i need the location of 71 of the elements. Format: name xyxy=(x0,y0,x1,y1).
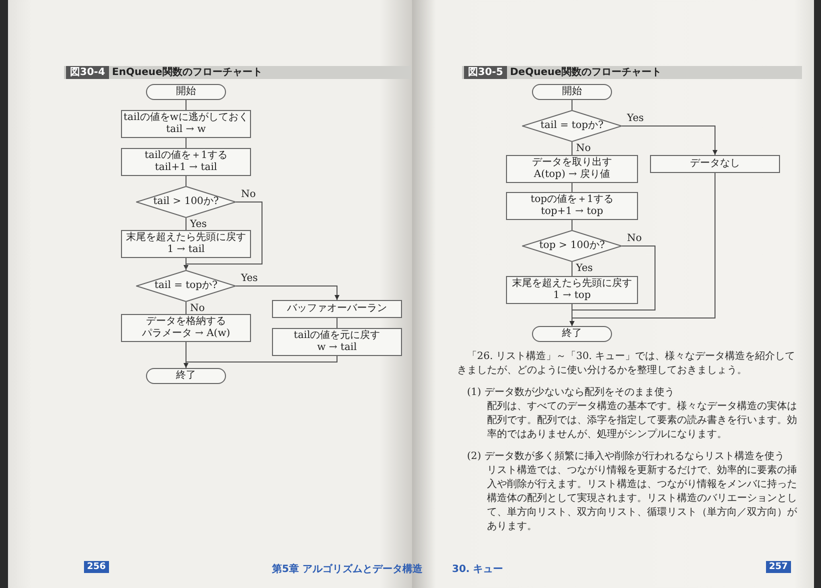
node-text: tailの値をwに逃がしておく xyxy=(124,112,248,124)
decision-diamond xyxy=(136,270,236,302)
paragraph: 「26. リスト構造」～「30. キュー」では、様々なデータ構造を紹介してきましたが、どのように使い分けるかを整理しておきましょう。 xyxy=(457,350,796,378)
node-text: 1 → tail xyxy=(167,244,205,256)
node-text: top > 100か? xyxy=(539,240,605,252)
process-box xyxy=(272,300,402,318)
process-box xyxy=(121,110,251,138)
node-text: データを取り出す xyxy=(532,157,612,168)
paragraph: 配列は、すべてのデータ構造の基本です。様々なデータ構造の実体は配列です。配列では、添字を指定して要素の読み書きを行います。効率的ではありませんが、処理がシンプルになります。 xyxy=(487,400,798,442)
node-text: tail = topか? xyxy=(154,280,218,292)
edge-label: Yes xyxy=(575,263,594,274)
node-text: top+1 → top xyxy=(540,206,604,218)
page-number: 257 xyxy=(766,561,791,573)
list-heading: (2) データ数が多く頻繁に挿入や削除が行われるならリスト構造を使う xyxy=(467,450,786,464)
terminal-shape xyxy=(532,326,612,342)
node-text: 末尾を超えたら先頭に戻す xyxy=(512,278,632,290)
arrow xyxy=(622,126,718,156)
list-heading: (1) データ数が少ないなら配列をそのまま使う xyxy=(467,386,676,400)
figure-title: DeQueue関数のフローチャート xyxy=(510,66,662,79)
edge-label: No xyxy=(575,143,592,154)
process-box xyxy=(650,155,780,173)
node-text: 1 → top xyxy=(553,290,591,302)
decision-diamond xyxy=(522,230,622,262)
terminal-shape xyxy=(146,368,226,384)
process-box xyxy=(506,155,638,183)
edge-label: No xyxy=(626,233,643,244)
process-box xyxy=(506,192,638,220)
node-text: w → tail xyxy=(317,342,357,354)
node-text: 末尾を超えたら先頭に戻す xyxy=(126,232,246,244)
fig-number: 図30-5 xyxy=(464,66,508,79)
connector-line xyxy=(336,318,338,328)
process-box xyxy=(121,230,251,258)
page-number: 256 xyxy=(84,561,109,573)
node-text: データを格納する xyxy=(146,316,226,328)
node-text: tailの値を＋1する xyxy=(144,150,228,162)
running-header: 30. キュー xyxy=(452,563,504,576)
arrow xyxy=(184,202,262,270)
node-text: バッファオーバーラン xyxy=(287,303,387,315)
node-text: tail+1 → tail xyxy=(154,162,218,174)
edge-label: No xyxy=(189,303,206,314)
fig-number: 図30-4 xyxy=(66,66,110,79)
edge-label: Yes xyxy=(189,219,208,230)
arrow xyxy=(184,356,338,368)
process-box xyxy=(272,328,402,356)
arrow xyxy=(236,286,340,300)
terminal-shape xyxy=(146,84,226,100)
figure-title: EnQueue関数のフローチャート xyxy=(112,66,262,79)
node-text: tail → w xyxy=(166,124,206,136)
process-box xyxy=(506,276,638,304)
decision-diamond xyxy=(136,186,236,218)
decision-diamond xyxy=(522,110,622,142)
running-header: 第5章 アルゴリズムとデータ構造 xyxy=(272,562,422,576)
paragraph: リスト構造では、つながり情報を更新するだけで、効率的に要素の挿入や削除が行えます。リスト構造は、つながり情報をメンバに持った構造体の配列として実現されます。リスト構造のバリエーションとして、単方向リスト、双方向リスト、循環リスト（単方向／双方向）があります。 xyxy=(487,464,798,534)
edge-label: Yes xyxy=(626,113,645,124)
arrow xyxy=(570,172,716,326)
node-text: 終了 xyxy=(562,328,582,340)
node-text: tail > 100か? xyxy=(153,196,219,208)
node-text: tailの値を元に戻す xyxy=(294,330,380,342)
node-text: tail = topか? xyxy=(540,120,604,132)
edge-label: No xyxy=(240,189,257,200)
node-text: 開始 xyxy=(562,86,582,98)
terminal-shape xyxy=(532,84,612,100)
process-box xyxy=(121,314,251,342)
node-text: 開始 xyxy=(176,86,196,98)
edge-label: Yes xyxy=(240,273,259,284)
node-text: topの値を＋1する xyxy=(530,194,614,206)
process-box xyxy=(121,148,251,176)
node-text: パラメータ → A(w) xyxy=(142,328,230,340)
node-text: A(top) → 戻り値 xyxy=(534,169,610,181)
node-text: 終了 xyxy=(176,370,196,382)
node-text: データなし xyxy=(690,158,740,170)
